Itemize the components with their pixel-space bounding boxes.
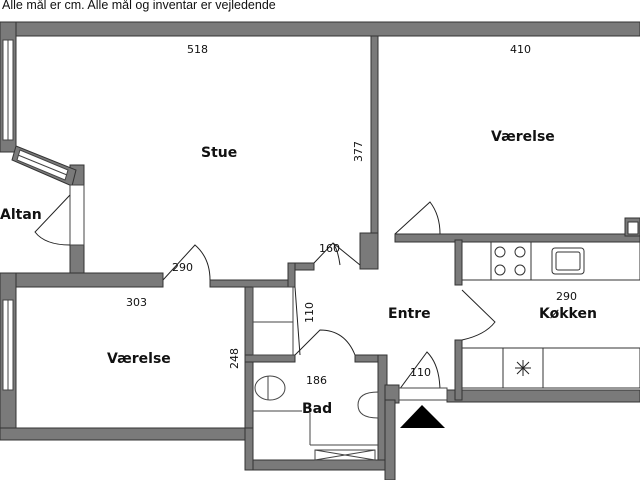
disclaimer-caption: Alle mål er cm. Alle mål og inventar er …: [2, 0, 276, 12]
bad-width-dim: 186: [306, 374, 327, 387]
stue-height-dim: 377: [352, 141, 365, 162]
vaerelse-bottom-label: Værelse: [107, 351, 171, 367]
altan-label: Altan: [0, 207, 42, 223]
door-dim-stue-entre: 160: [319, 242, 340, 255]
koekken-label: Køkken: [539, 306, 597, 322]
toilet-icon: [254, 375, 286, 401]
entrance-arrow-icon: [400, 405, 445, 428]
window-icon: [2, 39, 85, 391]
stue-label: Stue: [201, 145, 238, 161]
door-swing-icon: [34, 194, 496, 393]
extractor-icon: [515, 360, 531, 376]
stue-width-dim: 518: [187, 43, 208, 56]
door-dim-closet: 110: [303, 302, 316, 323]
bad-label: Bad: [302, 401, 333, 417]
entre-label: Entre: [388, 306, 431, 322]
vaerelse-top-width-dim: 410: [510, 43, 531, 56]
vaerelse-bottom-width-dim: 303: [126, 296, 147, 309]
door-dim-front: 110: [410, 366, 431, 379]
koekken-width-dim: 290: [556, 290, 577, 303]
shower-icon: [314, 449, 376, 461]
vaerelse-bottom-height-dim: 248: [228, 348, 241, 369]
door-dim-stue-vaerelse: 290: [172, 261, 193, 274]
sink-icon: [357, 391, 379, 419]
vaerelse-top-label: Værelse: [491, 129, 555, 145]
